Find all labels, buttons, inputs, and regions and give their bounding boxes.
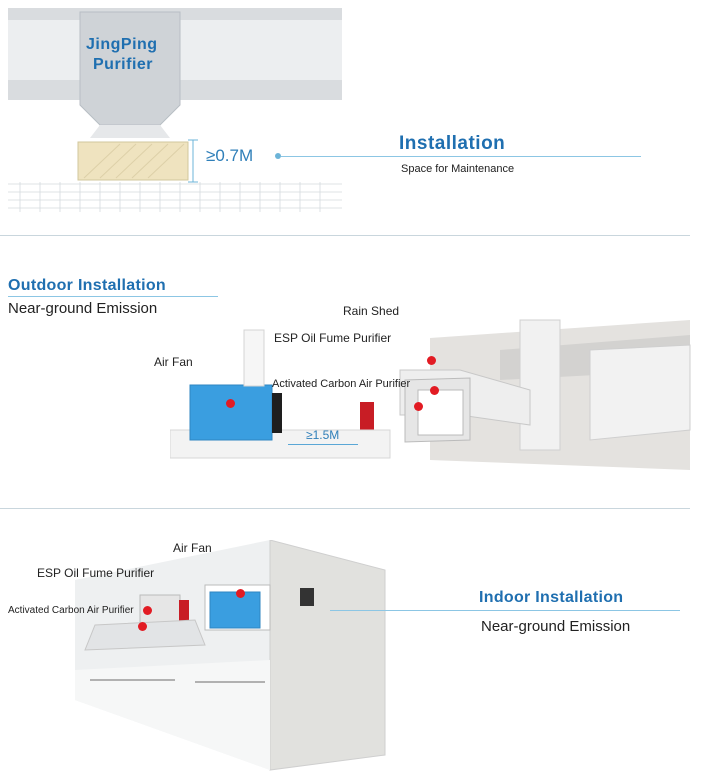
indoor-air-fan-label: Air Fan [173,541,212,555]
indoor-carbon-label: Activated Carbon Air Purifier [8,605,134,616]
indoor-esp-dot [143,606,152,615]
outdoor-air-fan-label: Air Fan [154,355,193,369]
purifier-brand-line1: JingPing [86,36,158,54]
indoor-esp-label: ESP Oil Fume Purifier [37,566,154,580]
indoor-carbon-dot [138,622,147,631]
outdoor-leader [8,296,218,297]
purifier-duct-illustration [0,0,345,215]
outdoor-subtitle: Near-ground Emission [8,300,157,317]
installation-subtitle: Space for Maintenance [401,163,514,175]
section-divider-2 [0,508,690,509]
clearance-leader [281,156,641,157]
indoor-title: Indoor Installation [479,589,623,607]
outdoor-air-fan-dot [226,399,235,408]
outdoor-title: Outdoor Installation [8,277,166,295]
outdoor-distance-label: ≥1.5M [306,428,339,442]
clearance-label: ≥0.7M [206,146,253,166]
outdoor-carbon-dot [414,402,423,411]
purifier-brand-line2: Purifier [93,56,153,74]
installation-title: Installation [399,133,505,155]
outdoor-esp-dot [430,386,439,395]
outdoor-esp-label: ESP Oil Fume Purifier [274,331,391,345]
indoor-air-fan-dot [236,589,245,598]
section-divider-1 [0,235,690,236]
outdoor-distance-arrow [288,444,358,445]
rain-shed-dot [427,356,436,365]
indoor-leader [330,610,680,611]
outdoor-carbon-label: Activated Carbon Air Purifier [272,378,410,390]
rain-shed-label: Rain Shed [343,304,399,318]
indoor-subtitle: Near-ground Emission [481,618,630,635]
